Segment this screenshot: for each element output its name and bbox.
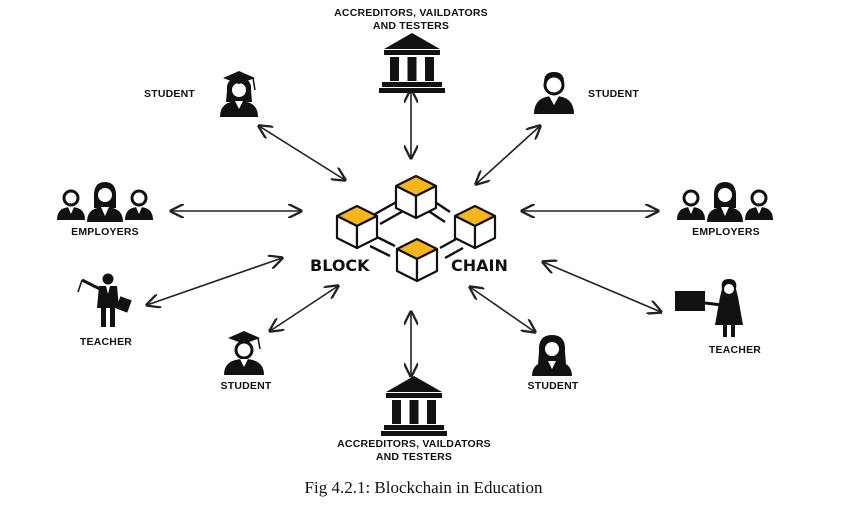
arrow-teacher-left [147,258,282,305]
block-cube-top [394,174,438,220]
institution-icon [379,33,445,93]
node-employers-left: EMPLOYERS [55,182,155,238]
student-bottom-left-label: STUDENT [221,380,272,392]
group-people-icon [675,182,775,222]
student-top-left-label: STUDENT [144,88,195,100]
chain-label: CHAIN [451,256,508,275]
arrow-student-top-right [476,126,540,184]
institution-icon [381,376,447,436]
node-teacher-right: TEACHER [675,279,761,356]
teacher-male-pointer-icon [77,273,132,327]
figure-caption: Fig 4.2.1: Blockchain in Education [304,478,543,497]
accreditors-top-label-line1: ACCREDITORS, VAILDATORS [334,7,488,19]
student-male-icon [534,72,574,114]
node-student-bottom-right: STUDENT [528,335,579,392]
node-employers-right: EMPLOYERS [675,182,775,238]
node-student-top-left: STUDENT [144,71,258,117]
employers-left-label: EMPLOYERS [71,226,139,238]
block-cube-bottom [395,237,439,283]
arrow-student-top-left [259,126,345,180]
node-accreditors-bottom: ACCREDITORS, VAILDATORS AND TESTERS [337,376,491,463]
employers-right-label: EMPLOYERS [692,226,760,238]
block-cube-left [335,204,379,250]
block-label: BLOCK [310,256,370,275]
node-accreditors-top: ACCREDITORS, VAILDATORS AND TESTERS [334,7,488,93]
group-people-icon [55,182,155,222]
arrow-student-bottom-left [270,286,338,331]
graduate-male-icon [224,331,264,375]
student-bottom-right-label: STUDENT [528,380,579,392]
node-student-bottom-left: STUDENT [221,331,272,392]
accreditors-bottom-label-line1: ACCREDITORS, VAILDATORS [337,438,491,450]
teacher-right-label: TEACHER [709,344,761,356]
connection-arrows [147,90,661,376]
student-top-right-label: STUDENT [588,88,639,100]
student-female-icon [532,335,572,376]
graduate-female-icon [220,71,258,117]
block-cube-right [453,204,497,250]
node-student-top-right: STUDENT [534,72,639,114]
accreditors-bottom-label-line2: AND TESTERS [376,451,452,463]
teacher-female-board-icon [675,279,743,337]
arrow-teacher-right [543,262,661,312]
accreditors-top-label-line2: AND TESTERS [373,20,449,32]
blockchain-hub: BLOCK CHAIN [310,174,508,283]
node-teacher-left: TEACHER [77,273,132,348]
arrow-student-bottom-right [470,287,535,332]
teacher-left-label: TEACHER [80,336,132,348]
